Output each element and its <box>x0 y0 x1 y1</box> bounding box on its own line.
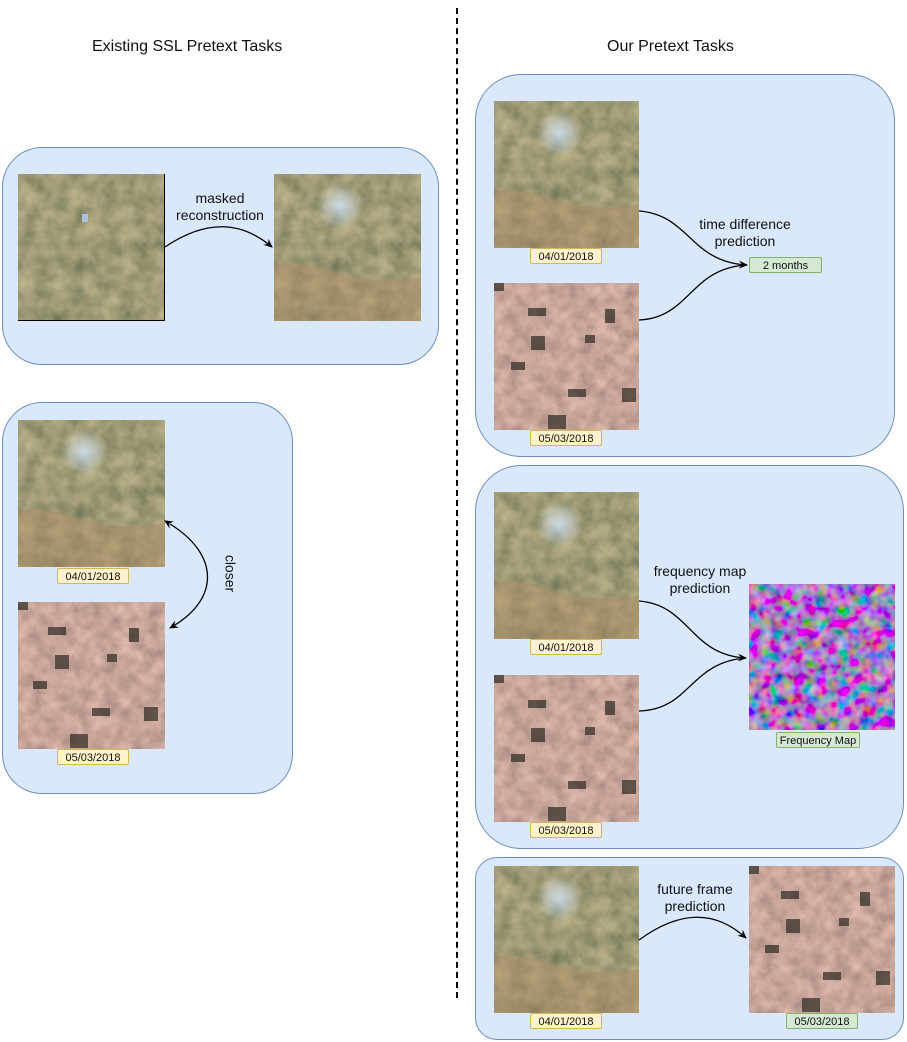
satellite-image-t2-predicted <box>749 866 895 1013</box>
freq-arrow-top <box>638 600 747 662</box>
output-tag-2-months: 2 months <box>749 257 822 273</box>
frequency-map-image <box>749 584 895 730</box>
existing-heading: Existing SSL Pretext Tasks <box>92 38 283 55</box>
satellite-image-t1 <box>494 866 639 1013</box>
output-tag-future-date: 05/03/2018 <box>786 1013 858 1029</box>
masked-reconstruction-label: masked reconstruction <box>176 190 264 223</box>
satellite-image-t1 <box>494 492 639 639</box>
date-tag: 05/03/2018 <box>57 749 129 765</box>
satellite-image-t2 <box>494 675 639 822</box>
closer-arrow <box>164 520 208 629</box>
satellite-image-t2 <box>18 602 165 749</box>
date-tag: 04/01/2018 <box>530 1013 602 1029</box>
output-tag-frequency-map: Frequency Map <box>776 732 860 748</box>
masked-arrow <box>164 226 273 248</box>
freq-arrow-bottom <box>638 657 747 712</box>
date-tag: 04/01/2018 <box>57 568 129 584</box>
future-frame-label: future frame prediction <box>657 881 733 914</box>
ours-heading: Our Pretext Tasks <box>607 38 734 55</box>
satellite-image-t1 <box>18 420 165 567</box>
satellite-image-t1 <box>494 101 639 248</box>
future-arrow <box>638 916 747 941</box>
date-tag: 05/03/2018 <box>530 430 602 446</box>
date-tag: 04/01/2018 <box>530 248 602 264</box>
divider <box>456 8 458 998</box>
reconstructed-satellite-image <box>274 174 421 321</box>
time-diff-arrow-bottom <box>638 264 748 321</box>
satellite-image-t2 <box>494 283 639 430</box>
date-tag: 04/01/2018 <box>530 639 602 655</box>
time-diff-arrow-top <box>638 210 748 269</box>
date-tag: 05/03/2018 <box>530 822 602 838</box>
frequency-map-label: frequency map prediction <box>653 563 747 596</box>
masked-satellite-image <box>18 174 165 321</box>
time-difference-label: time difference prediction <box>699 216 791 249</box>
